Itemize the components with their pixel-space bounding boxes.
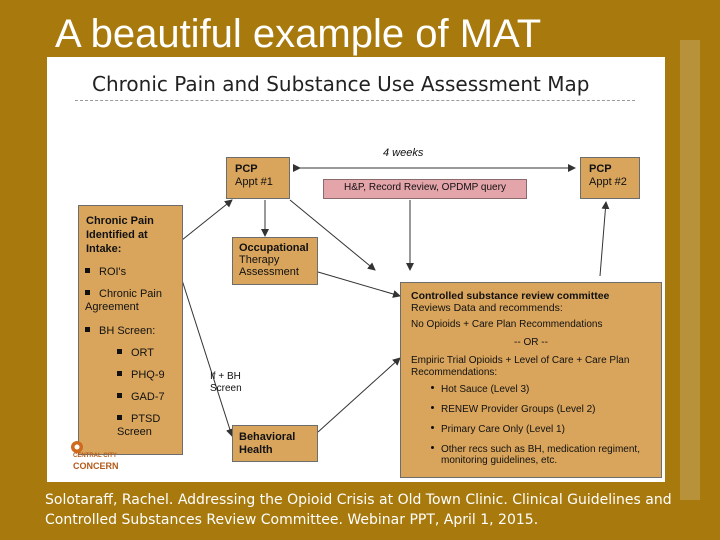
decorative-column-graphic [680,40,700,500]
bh-screen-phq9: PHQ-9 [117,369,165,381]
intake-box: Chronic Pain Identified at Intake: [78,205,183,455]
level-item: Other recs such as BH, medication regime… [431,444,651,466]
intake-heading: Chronic Pain Identified at Intake: [86,215,154,255]
central-city-concern-logo [71,441,83,453]
review-committee-box: Controlled substance review committee Re… [400,282,662,478]
citation-caption: Solotaraff, Rachel. Addressing the Opioi… [45,492,672,528]
committee-subheading: Reviews Data and recommends: [411,302,563,314]
intake-item-agreement: Chronic Pain Agreement [85,288,162,313]
committee-heading: Controlled substance review committee [411,290,610,302]
pcp2-subtitle: Appt #2 [589,176,627,188]
intake-item-bh-screen: BH Screen: [85,325,155,337]
map-title: Chronic Pain and Substance Use Assessmen… [92,72,590,96]
level-item: RENEW Provider Groups (Level 2) [431,404,651,416]
bh-screen-ort: ORT [117,347,154,359]
pcp1-title: PCP [235,163,258,175]
bh-screen-ptsd: PTSD Screen [117,413,161,438]
bh-heading: Behavioral Health [239,431,296,456]
level-item: Hot Sauce (Level 3) [431,384,651,396]
bh-screen-note: If + BH Screen [210,371,242,394]
ot-heading: Occupational [239,242,309,254]
behavioral-health-box: Behavioral Health [232,425,318,462]
pcp-appt-2-box: PCP Appt #2 [580,157,640,199]
pcp2-title: PCP [589,163,612,175]
record-review-bar: H&P, Record Review, OPDMP query [323,179,527,199]
ot-rest: Therapy Assessment [239,254,299,278]
pcp-appt-1-box: PCP Appt #1 [226,157,290,199]
interval-label: 4 weeks [383,147,424,159]
committee-option-no-opioids: No Opioids + Care Plan Recommendations [411,319,603,330]
level-item: Primary Care Only (Level 1) [431,424,651,436]
bh-screen-gad7: GAD-7 [117,391,165,403]
intake-item-rois: ROI's [85,266,126,278]
logo-wordmark: CENTRAL CITY CONCERN [73,453,119,471]
title-divider [75,100,635,101]
ot-assessment-box: Occupational Therapy Assessment [232,237,318,285]
slide-title: A beautiful example of MAT [55,12,542,56]
pcp1-subtitle: Appt #1 [235,176,273,188]
committee-or-divider: -- OR -- [514,337,548,348]
committee-option-empiric-trial: Empiric Trial Opioids + Level of Care + … [411,355,630,378]
